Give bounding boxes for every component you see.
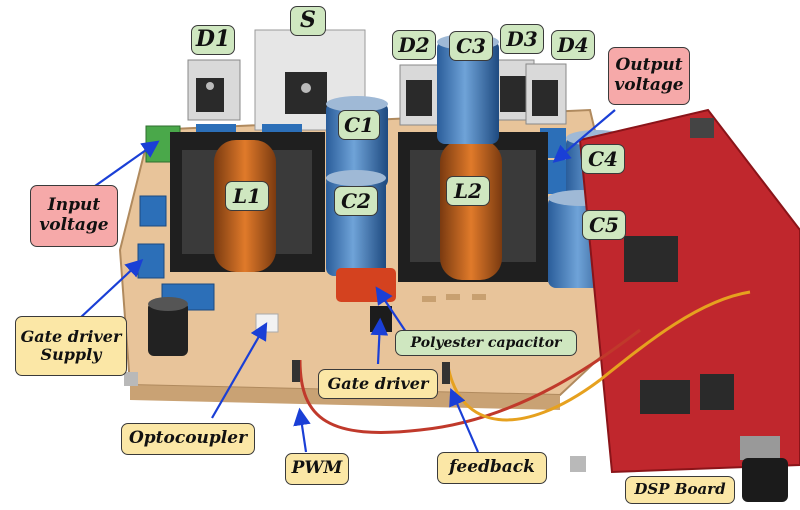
output-voltage-line2: voltage	[614, 75, 684, 95]
label-input-voltage: Input voltage	[30, 185, 118, 247]
label-d3: D3	[500, 24, 544, 54]
gate-driver-supply-line2: Supply	[40, 345, 102, 364]
arrow-gate-driver	[370, 317, 389, 365]
label-l1: L1	[225, 181, 269, 211]
optocoupler-connector	[255, 313, 279, 333]
polyester-capacitor-body	[336, 268, 396, 302]
gate-driver-supply-line1: Gate driver	[20, 326, 122, 346]
heatsink-d4	[525, 63, 567, 125]
label-dsp-board: DSP Board	[625, 476, 735, 504]
capacitor-small	[148, 297, 188, 356]
input-voltage-line1: Input	[47, 195, 101, 216]
inductor-l2	[398, 132, 548, 282]
arrow-feedback	[449, 387, 480, 453]
arrow-output-voltage	[552, 109, 616, 163]
arrow-gate-driver-supply	[79, 258, 144, 319]
label-c1: C1	[338, 110, 380, 140]
label-feedback: feedback	[437, 452, 547, 484]
feedback-wire	[446, 290, 751, 422]
label-c3: C3	[449, 31, 493, 61]
label-pwm: PWM	[285, 453, 349, 485]
arrow-pwm	[293, 407, 311, 453]
label-l2: L2	[446, 176, 490, 206]
label-optocoupler: Optocoupler	[121, 423, 255, 455]
label-d1: D1	[191, 25, 235, 55]
dsp-board	[578, 108, 800, 474]
heatsink-d2	[399, 64, 441, 126]
pwm-wire	[298, 328, 641, 434]
label-c2: C2	[334, 186, 378, 216]
heatsink-d1	[187, 59, 241, 121]
label-gate-driver: Gate driver	[318, 369, 438, 399]
label-d2: D2	[392, 30, 436, 60]
arrow-optocoupler	[211, 322, 268, 419]
gate-driver-chip	[370, 306, 392, 332]
output-voltage-line1: Output	[615, 55, 683, 76]
input-voltage-line2: voltage	[39, 215, 109, 235]
label-s: S	[290, 6, 326, 36]
label-c5: C5	[582, 210, 626, 240]
label-c4: C4	[581, 144, 625, 174]
label-d4: D4	[551, 30, 595, 60]
label-output-voltage: Output voltage	[608, 47, 690, 105]
label-polyester-capacitor: Polyester capacitor	[395, 330, 577, 356]
label-gate-driver-supply: Gate driver Supply	[15, 316, 127, 376]
arrow-input-voltage	[94, 140, 160, 187]
